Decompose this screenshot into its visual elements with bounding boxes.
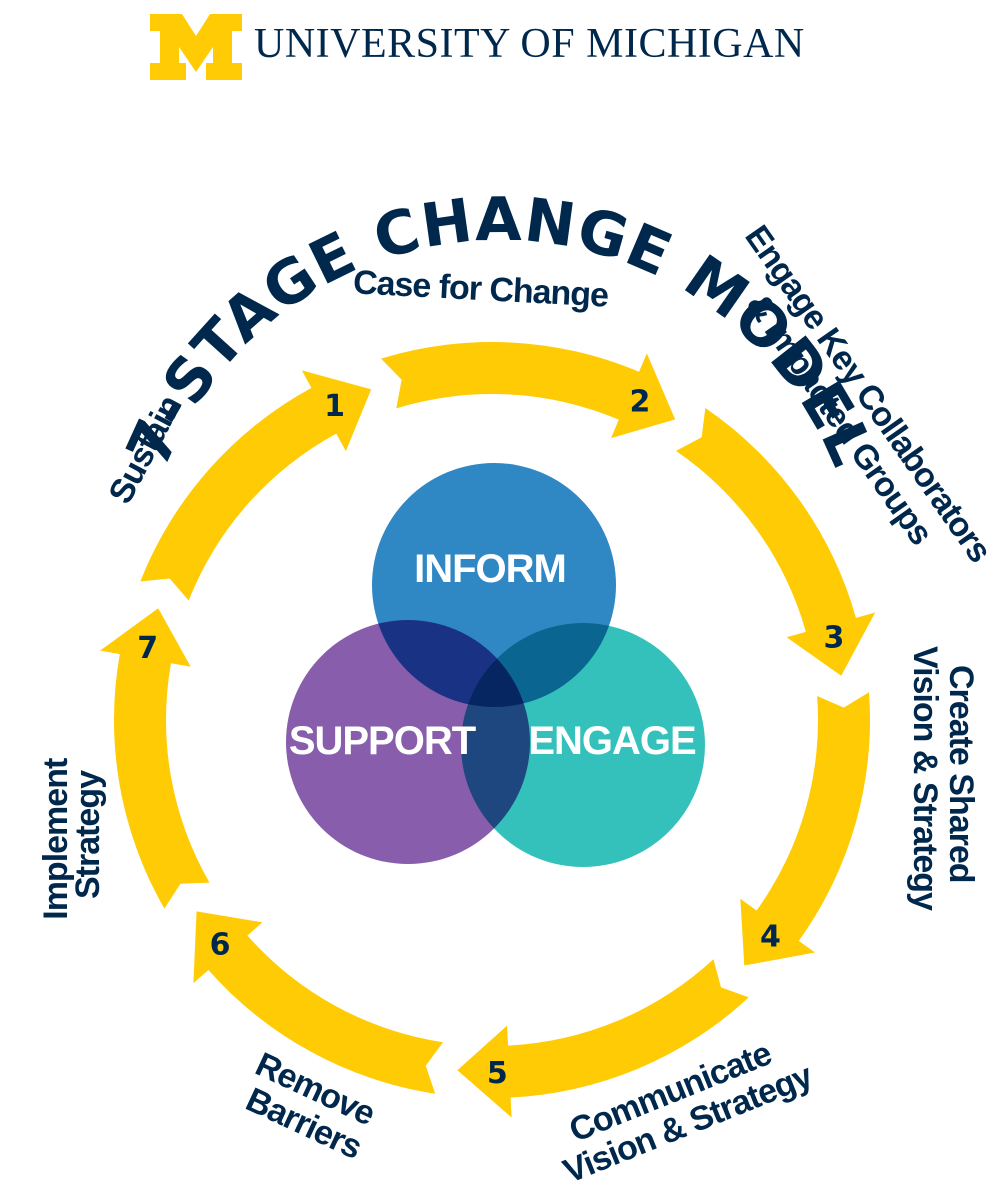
stage-arrow [193,911,444,1094]
stage-number: 7 [137,631,158,666]
stage-6-label-line: Implement [37,758,75,920]
university-wordmark: UNIVERSITY OF MICHIGAN [254,21,805,67]
stage-3-label-line: Vision & Strategy [906,646,944,911]
block-m-logo [150,14,242,80]
stage-arrow [140,370,372,601]
stage-3-label: Create Shared Vision & Strategy [906,646,980,911]
stage-arrow [381,342,676,439]
stage-number: 3 [824,621,845,656]
stage-3-label-line: Create Shared [942,665,980,883]
stage-1-label: Case for Change [352,263,609,314]
engage-circle [461,623,705,867]
stage-6-label-line: Strategy [69,770,107,899]
stage-number: 4 [760,919,781,954]
stage-numbers: 1 2 3 4 5 6 7 [137,385,844,1091]
stage-number: 5 [487,1056,508,1091]
stage-number: 6 [210,928,231,963]
stage-arrow [675,407,876,676]
inform-label: INFORM [414,547,566,591]
engage-label: ENGAGE [528,719,696,763]
stage-arrow [457,959,749,1118]
support-circle [286,620,530,864]
stage-6-label: Implement Strategy [37,750,107,920]
cycle-arrows [100,342,876,1118]
stage-arrow [100,608,210,909]
stage-number: 2 [630,385,651,420]
venn-diagram: INFORM SUPPORT ENGAGE [286,463,705,867]
stage-number: 1 [324,389,345,424]
support-label: SUPPORT [289,719,476,763]
stage-arrow [740,692,870,966]
stage-1-label-line: Case for Change [352,263,609,314]
